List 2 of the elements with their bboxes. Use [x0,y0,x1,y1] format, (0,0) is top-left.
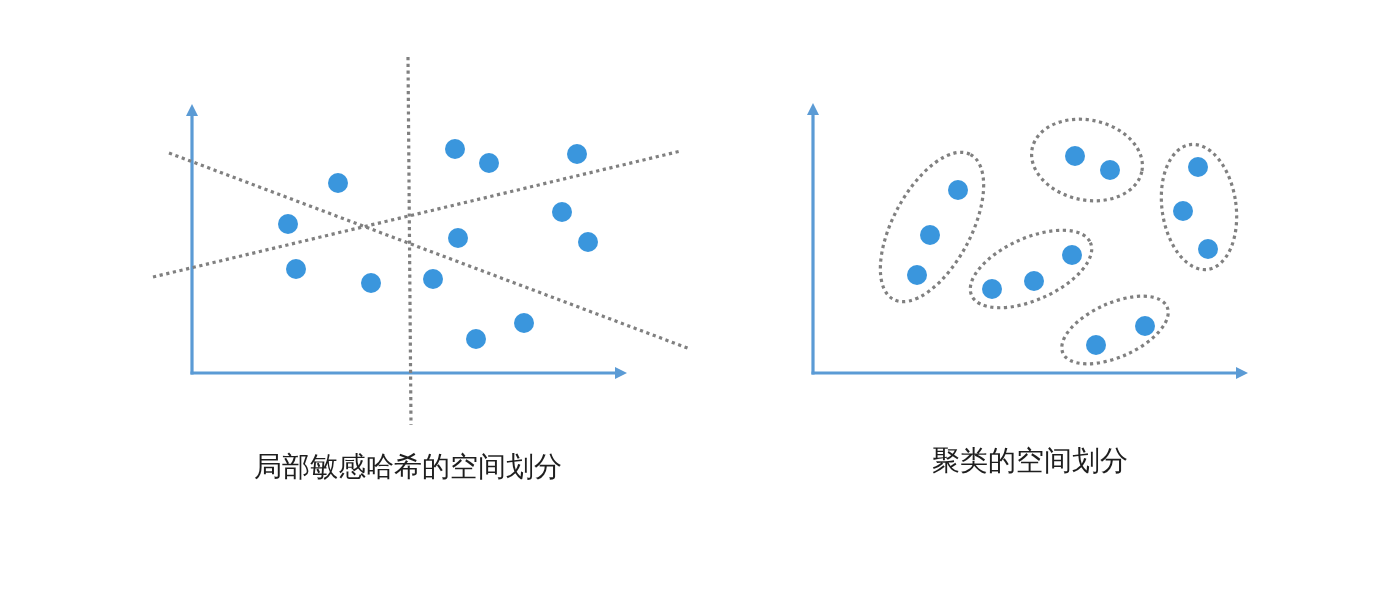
panel-caption: 局部敏感哈希的空间划分 [254,450,562,484]
panel-caption: 聚类的空间划分 [932,444,1128,478]
